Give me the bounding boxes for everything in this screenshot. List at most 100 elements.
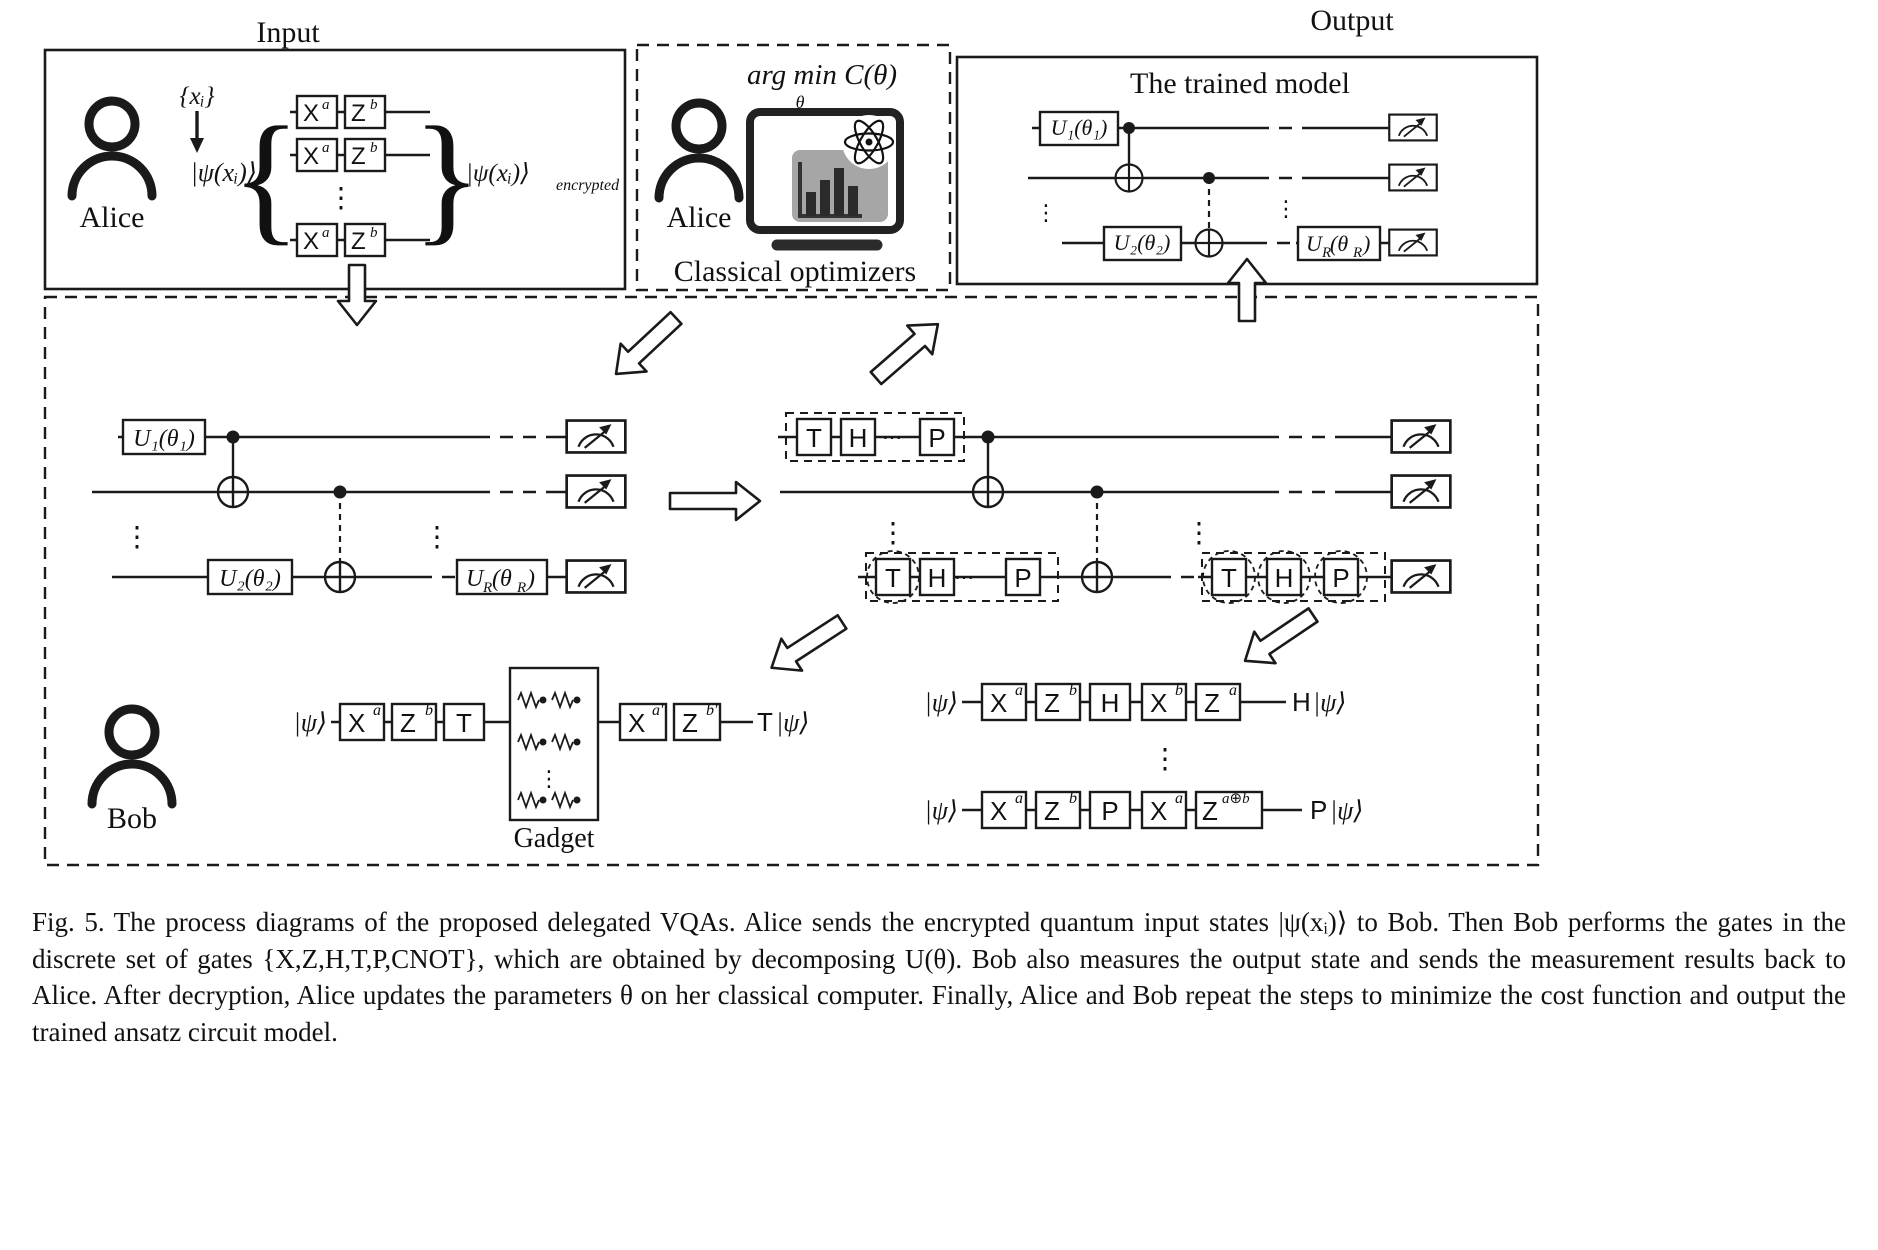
gate-t: T [1210,557,1248,597]
vertical-dots: ⋮ [1035,201,1057,226]
gate-sub: R [1352,245,1362,261]
gate-exp: a [322,97,330,113]
gate-u1: U₁(θ₁) [121,418,207,456]
gate-exp: b [1069,790,1077,807]
bob-icon [92,709,172,804]
ellipsis: ⋯ [954,565,974,589]
gate-label: ) [1361,231,1370,256]
gate-label: (θ [1330,231,1348,256]
gate-highlight-circle [1202,550,1256,604]
gate-exp: b [425,702,433,719]
gate-u1: U₁(θ₁) [1038,110,1120,147]
cnot-target [1114,163,1144,193]
ket-psi: |ψ⟩ [925,688,958,717]
psi-encrypted-sub: encrypted [556,177,620,194]
psi-encrypted-label: |ψ(xᵢ)⟩ [466,160,530,187]
gate-label: U₂(θ₂) [219,566,281,592]
down-arrow-small [190,111,204,153]
cnot-target [971,475,1005,509]
output-gate-p: P [1310,795,1327,825]
input-title: Input [256,16,320,49]
gate-u2: U₂(θ₂) [1102,225,1183,262]
thp-group [865,552,1059,602]
gate-sub: R [482,580,492,596]
gate-label: P [1332,563,1349,593]
gate-exp: a [1015,682,1023,699]
gate-label: H [928,563,947,593]
gate-label: X [348,708,365,738]
flow-arrow-input-to-bob [336,263,378,327]
control-dot [226,430,240,444]
control-dot [1203,172,1215,184]
gate-label: T [456,708,472,738]
measurement-icon [1390,474,1452,509]
output-gate-h: H [1292,687,1311,717]
alice-icon [72,101,152,196]
gate-t: T [874,557,912,597]
gate-exp: a [1015,790,1023,807]
gate-label: X [1150,796,1167,826]
computer-screen-icon [746,108,904,251]
gate-label: X [303,228,319,255]
gate-h: H [1265,557,1303,597]
gadget-label: Gadget [514,823,595,854]
gate-ur: U R (θ R ) [455,558,549,596]
gate-label: Z [1202,796,1218,826]
gate-highlight-circle [1314,550,1368,604]
gate-label: Z [351,228,366,255]
control-dot [1123,122,1135,134]
cnot-target [323,560,357,594]
flow-arrows [336,257,1319,672]
gate-exp: a [373,702,381,719]
x-set-label: {xᵢ} [179,83,214,110]
gate-label: H [1275,563,1294,593]
measurement-icon [565,559,627,594]
optimizer-content: arg min C(θ) θ Alice Classical optimizer… [659,59,916,288]
gate-ur: U R (θ R ) [1296,225,1382,262]
measurement-icon [1388,113,1438,142]
gate-exp: a [322,140,330,156]
vertical-dots: ⋮ [879,516,907,549]
gate-label: T [1221,563,1237,593]
gate-exp: a⊕b [1222,791,1250,807]
ket-psi: |ψ⟩ [925,796,958,825]
measurement-icon [1390,419,1452,454]
flow-arrow-decompose [668,480,762,522]
flow-arrow-bob-to-output [1226,257,1268,323]
gate-sub: R [516,580,526,596]
gate-p: P [1004,557,1042,597]
argmin-label: arg min C(θ) [747,59,897,91]
gate-label: ) [525,566,535,592]
input-box [43,48,627,291]
gate-p: P [1322,557,1360,597]
trained-model-title: The trained model [1130,67,1350,100]
gadget-squiggle-row [517,732,581,752]
ket-psi: |ψ⟩ [1330,796,1363,825]
ket-psi: |ψ⟩ [1313,688,1346,717]
vertical-dots: ⋮ [1185,516,1213,549]
gate-label: U₂(θ₂) [1114,230,1171,255]
gate-label: X [990,796,1007,826]
gate-highlight-circle [1257,550,1311,604]
classical-optimizers-label: Classical optimizers [674,255,916,288]
gate-exp: a′ [652,702,664,719]
gate-exp: a [322,225,330,241]
gate-label: T [806,423,822,453]
gate-label: Z [351,143,366,170]
gadget-box: ⋮ [508,666,600,822]
gate-label: Z [1204,688,1220,718]
alice-label: Alice [667,201,732,234]
gate-h: H [918,557,956,597]
vertical-dots: ⋮ [423,520,451,553]
gate-label: P [928,423,945,453]
gate-exp: b [370,97,378,113]
